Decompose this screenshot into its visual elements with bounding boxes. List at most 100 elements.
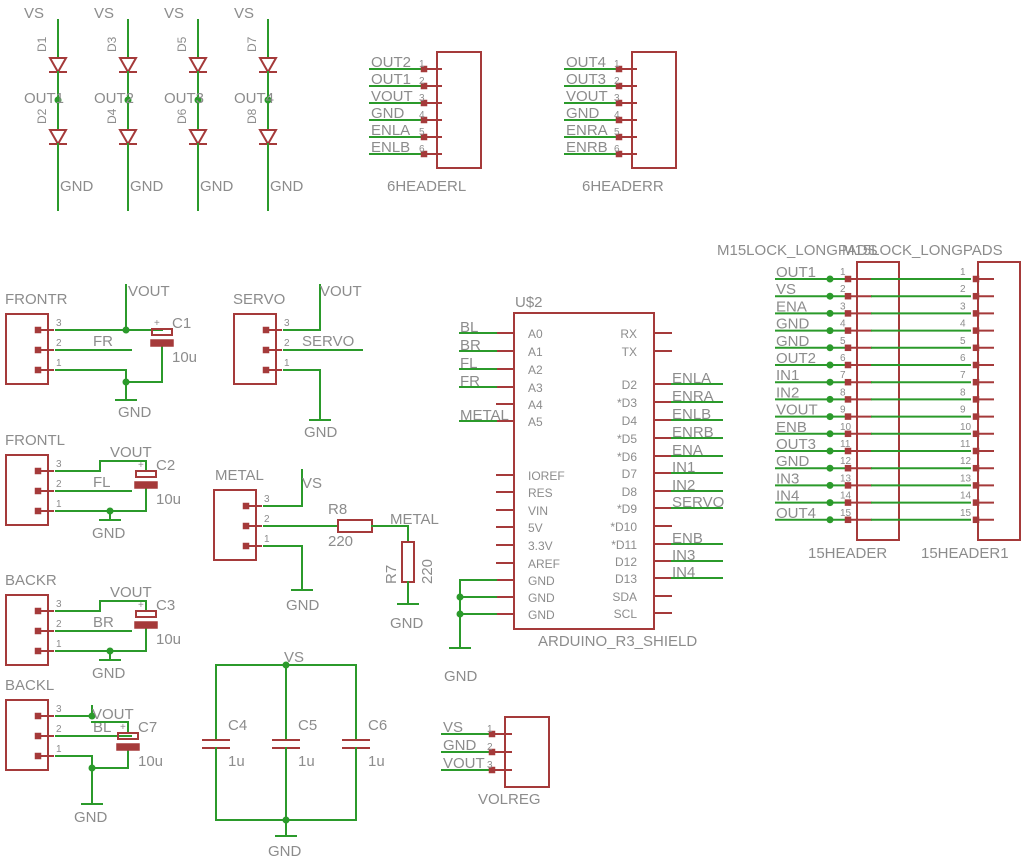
pin-name: 5V [528,521,543,535]
pin-name: D4 [622,414,638,428]
pin-number: 1 [56,744,62,755]
header-name: 15HEADER1 [921,545,1009,562]
connector-name: BACKR [5,572,57,589]
pin-number: 1 [56,358,62,369]
diode-ref-label: D2 [35,108,49,124]
supply-net-label: VOUT [110,444,152,461]
gnd-net-label: GND [92,665,126,682]
pin-net-label: IN2 [672,477,695,494]
pin-number: 1 [264,534,270,545]
junction-dot [106,647,114,655]
supply-net-label: VOUT [92,706,134,723]
header-title: M15LOCK_LONGPADS [842,242,1003,259]
junction-dot [826,327,834,335]
pin-number: 8 [960,387,966,398]
junction-dot [826,361,834,369]
junction-dot [826,481,834,489]
pin-number: 2 [284,338,290,349]
pin-net-label: OUT2 [776,350,816,367]
cap-value-label: 10u [156,491,181,508]
header-name: 6HEADERL [387,178,466,195]
cap-ref-label: C4 [228,717,247,734]
pin-net-label: VOUT [443,755,485,772]
pin-number: 1 [56,639,62,650]
pin-net-label: IN2 [776,384,799,401]
gnd-net-label: GND [390,615,424,632]
pin-name: GND [528,608,555,622]
pin-net-label: BL [460,319,478,336]
pin-number: 2 [56,338,62,349]
pin-number: 9 [840,405,846,416]
supply-net-label: VOUT [320,283,362,300]
pin-number: 2 [614,76,620,87]
cap-plus-mark: + [138,460,144,471]
junction-dot [456,610,464,618]
pin-net-label: VS [443,719,463,736]
cap-value-label: 10u [156,631,181,648]
pin-name: D8 [622,485,638,499]
junction-dot [826,447,834,455]
pin-name: *D6 [617,450,637,464]
junction-dot [106,507,114,515]
cap-value-label: 1u [298,753,315,770]
pin-number: 9 [960,405,966,416]
pin-name: RX [620,327,637,341]
pin-net-label: ENB [776,419,807,436]
pin-net-label: ENRA [672,388,714,405]
pin-name: A3 [528,381,543,395]
connector-name: BACKL [5,677,54,694]
junction-dot [826,275,834,283]
junction-dot [826,395,834,403]
pin-number: 6 [419,144,425,155]
junction-dot [194,96,202,104]
pin-net-label: IN1 [776,367,799,384]
resistor-ref-label: R7 [383,565,400,584]
signal-net-label: BL [93,719,111,736]
pin-number: 2 [56,479,62,490]
resistor-ref-label: R8 [328,501,347,518]
pin-net-label: OUT2 [371,54,411,71]
pin-number: 5 [614,127,620,138]
pin-number: 8 [840,387,846,398]
pin-net-label: IN4 [672,564,695,581]
cap-ref-label: C6 [368,717,387,734]
cap-plus-mark: + [138,600,144,611]
pin-number: 2 [487,742,493,753]
pin-number: 14 [960,491,972,502]
junction-dot [826,344,834,352]
cap-ref-label: C7 [138,719,157,736]
pin-name: D7 [622,467,638,481]
diode-ref-label: D1 [35,36,49,52]
junction-dot [826,378,834,386]
arduino-shield: U$2ARDUINO_R3_SHIELDA0BLA1BRA2FLA3FRA4A5… [444,294,724,685]
pin-name: A0 [528,327,543,341]
pin-net-label: BR [460,337,481,354]
connector-name: FRONTR [5,291,68,308]
gnd-net-label: GND [304,424,338,441]
pin-number: 3 [419,93,425,104]
pin-name: GND [528,574,555,588]
header-name: 15HEADER [808,545,887,562]
vs-net-label: VS [234,5,254,22]
pin-net-label: SERVO [672,494,724,511]
pin-number: 15 [960,508,972,519]
pin-name: A4 [528,398,543,412]
pin-number: 1 [487,724,493,735]
pin-name: D12 [615,555,637,569]
header-title: M15LOCK_LONGPADS [717,242,878,259]
vs-net-label: VS [164,5,184,22]
pin-number: 15 [840,508,852,519]
pin-net-label: OUT4 [566,54,606,71]
diode-ref-label: D6 [175,108,189,124]
out-net-label: OUT2 [94,90,134,107]
pin-name: D2 [622,378,638,392]
cap-ref-label: C1 [172,315,191,332]
pin-net-label: ENLB [371,139,410,156]
pin-name: GND [528,591,555,605]
cap-value-label: 1u [228,753,245,770]
